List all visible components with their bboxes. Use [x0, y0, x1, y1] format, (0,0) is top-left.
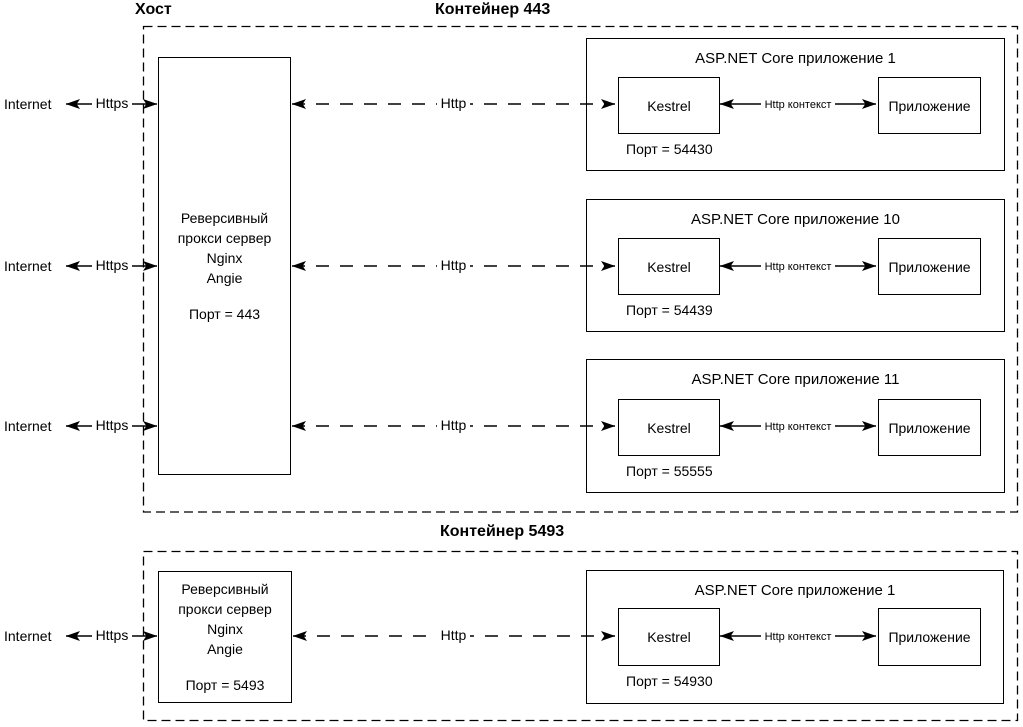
- app-group-title: ASP.NET Core приложение 1: [695, 50, 896, 67]
- proxy-name-line: прокси сервер: [178, 601, 272, 617]
- http-context-arrow-label: Http контекст: [760, 261, 836, 274]
- kestrel-box: Kestrel: [618, 608, 720, 666]
- app-group-title: ASP.NET Core приложение 11: [691, 371, 900, 388]
- application-label: Приложение: [888, 258, 971, 275]
- http-arrow-label: Http: [436, 417, 471, 433]
- kestrel-box: Kestrel: [618, 238, 720, 295]
- http-arrow-label: Http: [436, 627, 471, 643]
- proxy-name-line: Angie: [207, 641, 243, 657]
- internet-label: Internet: [4, 96, 52, 112]
- application-label: Приложение: [888, 629, 971, 645]
- proxy-name-line: Nginx: [206, 250, 243, 266]
- http-arrow-label: Http: [436, 257, 471, 273]
- http-context-arrow-label: Http контекст: [760, 99, 836, 112]
- proxy-port-label: Порт = 5493: [185, 677, 265, 693]
- application-box: Приложение: [878, 608, 981, 666]
- kestrel-port-label: Порт = 54930: [626, 673, 713, 689]
- container-443-title: Контейнер 443: [435, 1, 551, 18]
- http-arrow-label: Http: [436, 95, 471, 111]
- kestrel-label: Kestrel: [647, 629, 691, 645]
- https-arrow-label: Https: [91, 95, 133, 111]
- kestrel-port-label: Порт = 54430: [626, 141, 713, 157]
- application-box: Приложение: [878, 77, 981, 134]
- internet-label: Internet: [4, 258, 52, 274]
- internet-label: Internet: [4, 628, 52, 644]
- https-arrow-label: Https: [91, 627, 133, 643]
- proxy-name-line: Angie: [206, 270, 243, 286]
- proxy-name-line: Nginx: [207, 621, 243, 637]
- kestrel-label: Kestrel: [647, 97, 691, 114]
- http-context-arrow-label: Http контекст: [760, 421, 836, 434]
- proxy-name-line: прокси сервер: [177, 230, 272, 246]
- proxy-name-line: Реверсивный: [180, 210, 269, 226]
- internet-label: Internet: [4, 418, 52, 434]
- app-group-title: ASP.NET Core приложение 1: [694, 582, 896, 599]
- kestrel-port-label: Порт = 54439: [626, 302, 713, 318]
- reverse-proxy-box: Реверсивный прокси сервер Nginx Angie По…: [158, 571, 292, 703]
- container-5493-title: Контейнер 5493: [440, 523, 565, 540]
- proxy-name-line: Реверсивный: [181, 581, 269, 597]
- host-label: Хост: [135, 1, 172, 18]
- https-arrow-label: Https: [91, 257, 133, 273]
- kestrel-box: Kestrel: [618, 399, 720, 456]
- application-label: Приложение: [888, 97, 971, 114]
- kestrel-port-label: Порт = 55555: [626, 463, 713, 479]
- application-box: Приложение: [878, 399, 981, 456]
- application-label: Приложение: [888, 419, 971, 436]
- https-arrow-label: Https: [91, 417, 133, 433]
- app-group-title: ASP.NET Core приложение 10: [691, 211, 900, 228]
- http-context-arrow-label: Http контекст: [760, 631, 836, 644]
- application-box: Приложение: [878, 238, 981, 295]
- reverse-proxy-box: Реверсивный прокси сервер Nginx Angie По…: [158, 57, 291, 475]
- proxy-port-label: Порт = 443: [188, 306, 261, 322]
- kestrel-label: Kestrel: [647, 258, 691, 275]
- kestrel-label: Kestrel: [647, 419, 691, 436]
- kestrel-box: Kestrel: [618, 77, 720, 134]
